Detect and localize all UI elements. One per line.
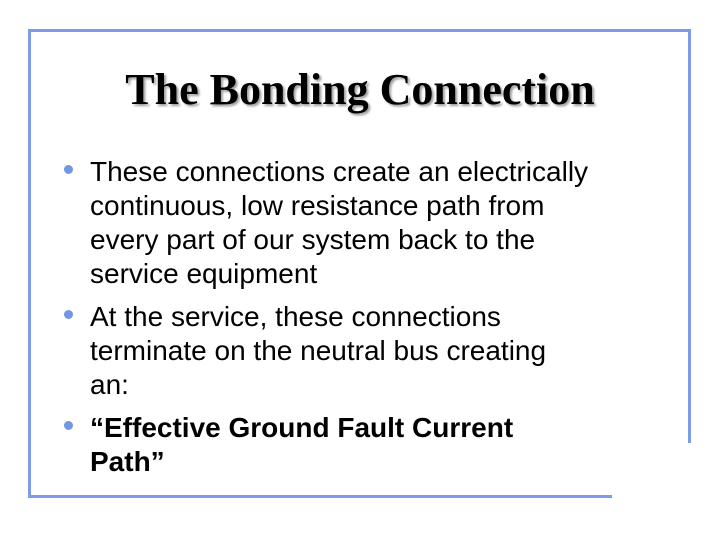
slide-frame-border [28, 29, 691, 498]
bullet-item-2: At the service, these connections termin… [55, 300, 665, 402]
bullet-text-line: continuous, low resistance path from [90, 190, 545, 221]
bullet-text-line: Path” [90, 446, 165, 477]
bullet-item-3: “Effective Ground Fault Current Path” [55, 411, 665, 479]
slide-title: The Bonding Connection [125, 65, 595, 114]
bullet-text-line: “Effective Ground Fault Current [90, 412, 514, 443]
bullet-dot-icon [64, 421, 73, 430]
bullet-text-line: service equipment [90, 258, 318, 289]
bullet-text-line: an: [90, 369, 129, 400]
bullet-item-1: These connections create an electrically… [55, 155, 665, 291]
bullet-text-line: At the service, these connections [90, 301, 501, 332]
bullet-text-line: These connections create an electrically [90, 156, 589, 187]
frame-corner-cover [612, 443, 720, 540]
bullet-list: These connections create an electrically… [55, 155, 665, 479]
bullet-text-line: every part of our system back to the [90, 224, 536, 255]
bullet-text-line: terminate on the neutral bus creating [90, 335, 547, 366]
bullet-dot-icon [64, 310, 73, 319]
bullet-dot-icon [64, 165, 73, 174]
